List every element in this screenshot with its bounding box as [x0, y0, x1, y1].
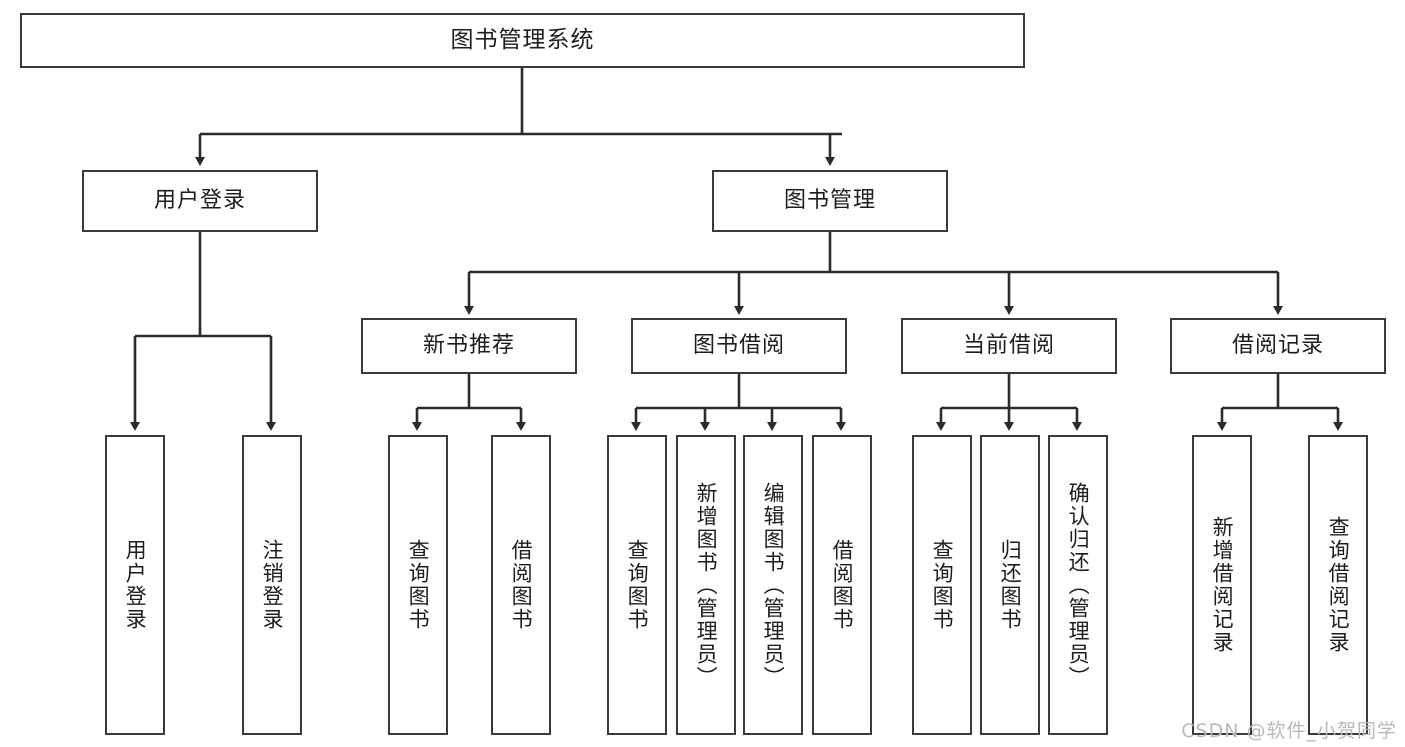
node-leaf-borrow-book-recommend[interactable]: 借阅图书: [491, 435, 551, 735]
node-leaf-query-book-borrow-label: 查询图书: [625, 539, 650, 631]
node-leaf-query-book-current[interactable]: 查询图书: [912, 435, 972, 735]
node-leaf-user-login[interactable]: 用户登录: [105, 435, 165, 735]
node-leaf-logout-login[interactable]: 注销登录: [242, 435, 302, 735]
node-new-book-recommend[interactable]: 新书推荐: [361, 318, 577, 374]
node-leaf-borrow-book-label: 借阅图书: [830, 539, 855, 631]
node-leaf-query-book-current-label: 查询图书: [930, 539, 955, 631]
node-leaf-confirm-return[interactable]: 确认归还（管理员）: [1048, 435, 1108, 735]
node-book-borrow[interactable]: 图书借阅: [631, 318, 847, 374]
node-leaf-add-book[interactable]: 新增图书（管理员）: [676, 435, 736, 735]
node-leaf-add-borrow-record[interactable]: 新增借阅记录: [1192, 435, 1252, 735]
node-leaf-edit-book-label: 编辑图书（管理员）: [761, 481, 786, 689]
node-leaf-edit-book[interactable]: 编辑图书（管理员）: [743, 435, 803, 735]
node-leaf-query-book-borrow[interactable]: 查询图书: [607, 435, 667, 735]
node-leaf-query-book-recommend[interactable]: 查询图书: [388, 435, 448, 735]
node-leaf-query-book-recommend-label: 查询图书: [406, 539, 431, 631]
node-leaf-return-book-label: 归还图书: [998, 539, 1023, 631]
node-current-borrow[interactable]: 当前借阅: [901, 318, 1117, 374]
node-leaf-logout-login-label: 注销登录: [260, 539, 285, 631]
node-root-book-management-system[interactable]: 图书管理系统: [20, 13, 1025, 68]
node-borrow-record[interactable]: 借阅记录: [1170, 318, 1386, 374]
node-leaf-add-book-label: 新增图书（管理员）: [694, 481, 719, 689]
node-leaf-add-borrow-record-label: 新增借阅记录: [1210, 516, 1235, 654]
node-leaf-query-borrow-record-label: 查询借阅记录: [1326, 516, 1351, 654]
node-leaf-borrow-book[interactable]: 借阅图书: [812, 435, 872, 735]
node-book-manage[interactable]: 图书管理: [712, 170, 948, 232]
csdn-watermark: CSDN @软件_小贺同学: [1181, 720, 1397, 742]
node-leaf-borrow-book-recommend-label: 借阅图书: [509, 539, 534, 631]
node-leaf-user-login-label: 用户登录: [123, 539, 148, 631]
node-user-login[interactable]: 用户登录: [82, 170, 318, 232]
node-leaf-return-book[interactable]: 归还图书: [980, 435, 1040, 735]
node-leaf-query-borrow-record[interactable]: 查询借阅记录: [1308, 435, 1368, 735]
node-leaf-confirm-return-label: 确认归还（管理员）: [1066, 481, 1091, 689]
